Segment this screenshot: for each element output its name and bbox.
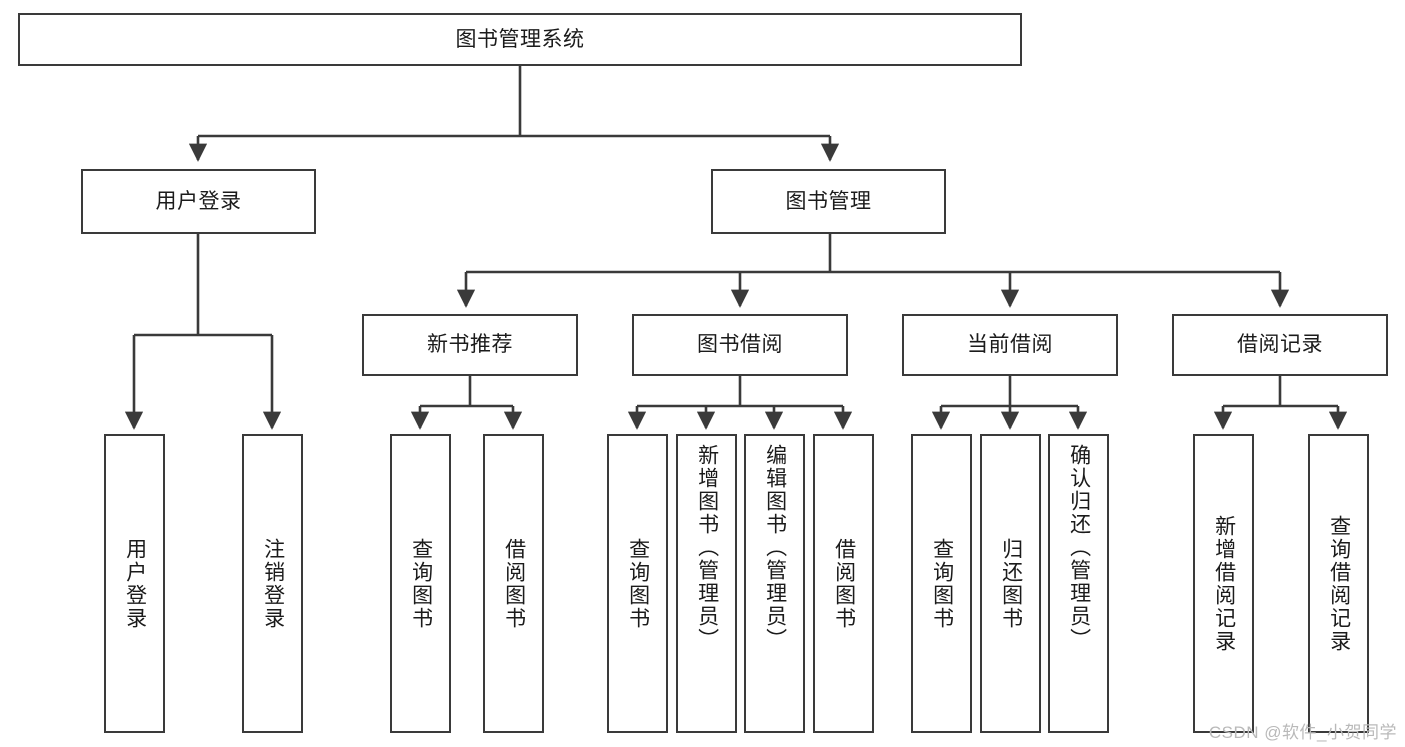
node-label: 借阅图书 xyxy=(502,537,526,630)
node-root-book-management-system[interactable]: 图书管理系统 xyxy=(18,13,1022,66)
leaf-borrow-record-query-record[interactable]: 查询借阅记录 xyxy=(1308,434,1369,733)
leaf-user-login-login[interactable]: 用户登录 xyxy=(104,434,165,733)
node-label: 查询图书 xyxy=(409,537,433,630)
node-label: 图书管理 xyxy=(785,189,872,213)
node-label: 图书借阅 xyxy=(697,333,783,357)
node-borrow-record[interactable]: 借阅记录 xyxy=(1172,314,1388,376)
node-label: 新增借阅记录 xyxy=(1212,514,1236,653)
node-new-book-recommend[interactable]: 新书推荐 xyxy=(362,314,578,376)
node-label: 归还图书 xyxy=(999,537,1023,630)
node-book-borrow[interactable]: 图书借阅 xyxy=(632,314,848,376)
node-label: 新书推荐 xyxy=(427,333,513,357)
node-label: 新增图书（管理员） xyxy=(695,444,719,651)
node-label: 图书管理系统 xyxy=(455,27,585,51)
node-book-management[interactable]: 图书管理 xyxy=(711,169,946,234)
node-label: 借阅图书 xyxy=(832,537,856,630)
node-user-login[interactable]: 用户登录 xyxy=(81,169,316,234)
leaf-user-login-logout[interactable]: 注销登录 xyxy=(242,434,303,733)
leaf-book-borrow-edit-book-admin[interactable]: 编辑图书（管理员） xyxy=(744,434,805,733)
csdn-watermark: CSDN @软件_小贺同学 xyxy=(1208,723,1397,742)
node-label: 查询图书 xyxy=(626,537,650,630)
leaf-borrow-record-add-record[interactable]: 新增借阅记录 xyxy=(1193,434,1254,733)
leaf-book-borrow-borrow-book[interactable]: 借阅图书 xyxy=(813,434,874,733)
leaf-current-borrow-confirm-return-admin[interactable]: 确认归还（管理员） xyxy=(1048,434,1109,733)
node-label: 当前借阅 xyxy=(967,333,1053,357)
leaf-current-borrow-return-book[interactable]: 归还图书 xyxy=(980,434,1041,733)
leaf-current-borrow-query-book[interactable]: 查询图书 xyxy=(911,434,972,733)
node-label: 借阅记录 xyxy=(1237,333,1323,357)
leaf-new-book-query-book[interactable]: 查询图书 xyxy=(390,434,451,733)
node-label: 确认归还（管理员） xyxy=(1067,444,1091,651)
node-label: 用户登录 xyxy=(123,537,147,630)
leaf-book-borrow-query-book[interactable]: 查询图书 xyxy=(607,434,668,733)
leaf-new-book-borrow-book[interactable]: 借阅图书 xyxy=(483,434,544,733)
node-label: 编辑图书（管理员） xyxy=(763,444,787,651)
node-label: 查询借阅记录 xyxy=(1327,514,1351,653)
leaf-book-borrow-add-book-admin[interactable]: 新增图书（管理员） xyxy=(676,434,737,733)
node-label: 查询图书 xyxy=(930,537,954,630)
node-label: 用户登录 xyxy=(155,189,242,213)
node-current-borrow[interactable]: 当前借阅 xyxy=(902,314,1118,376)
node-label: 注销登录 xyxy=(261,537,285,630)
